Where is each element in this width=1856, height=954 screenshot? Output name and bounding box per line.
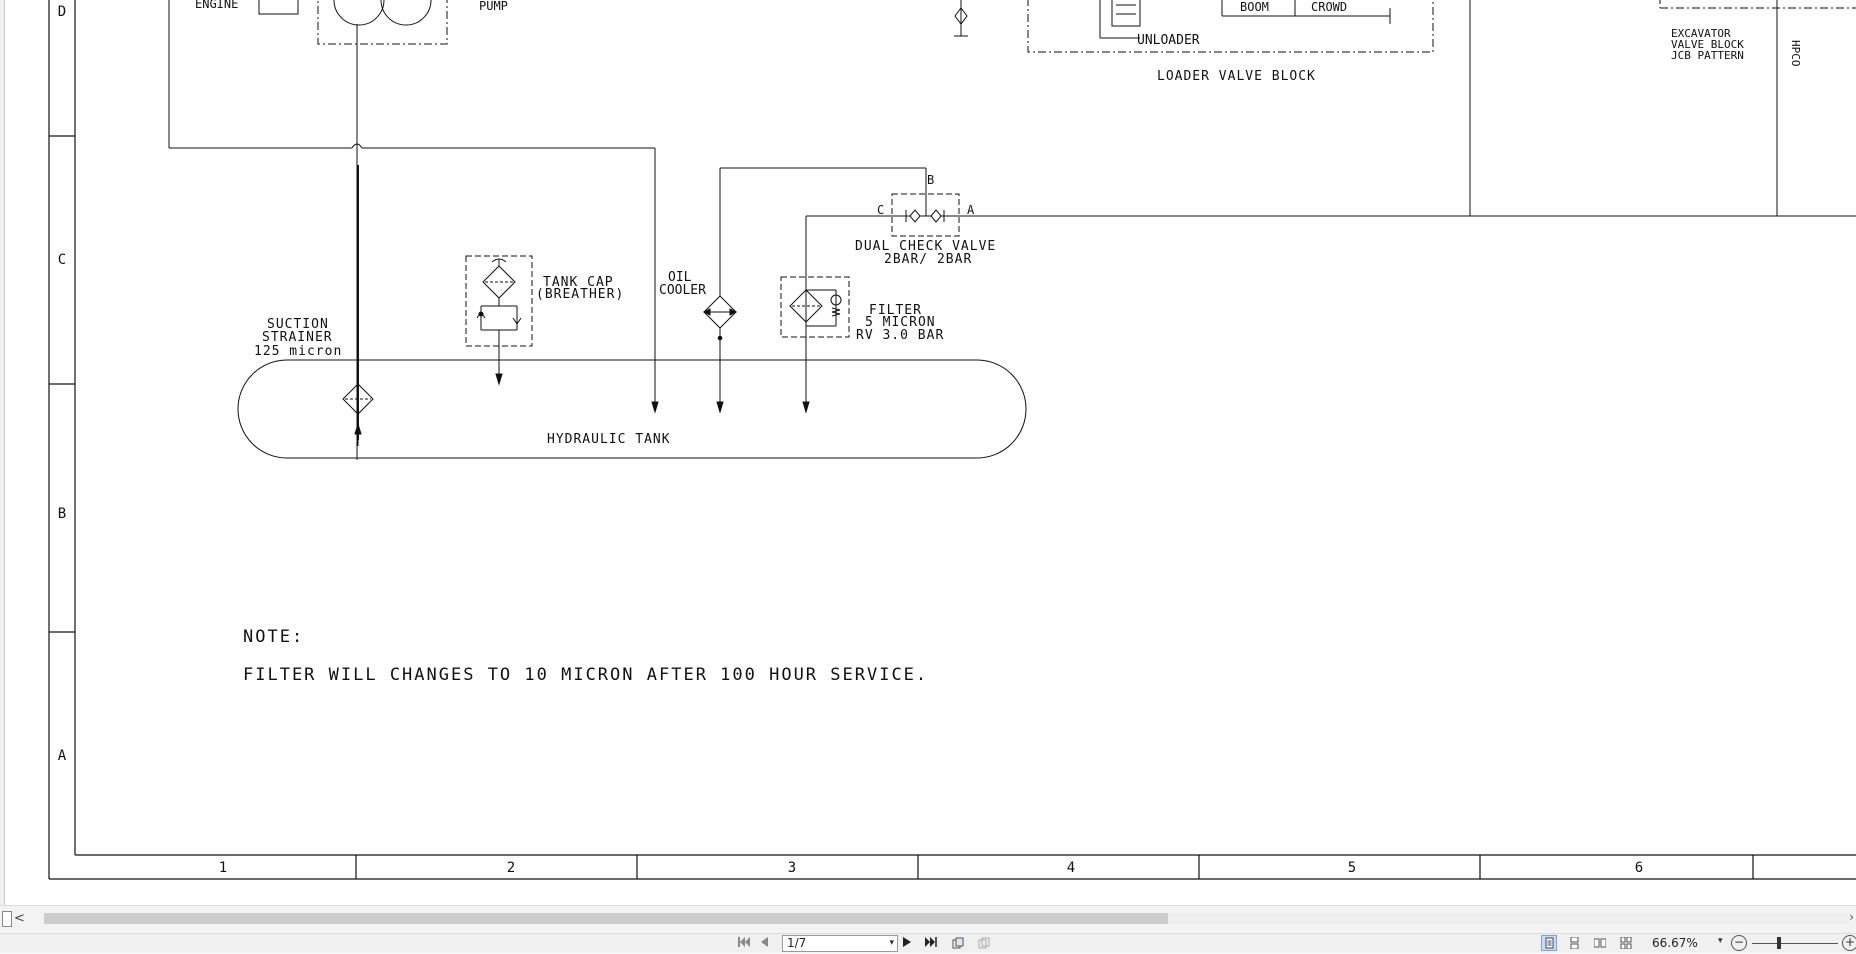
scroll-right-arrow[interactable]: › xyxy=(1849,910,1854,924)
zoom-slider-track[interactable] xyxy=(1752,943,1838,944)
facing-view-button[interactable] xyxy=(1593,936,1607,950)
excavator-valve-block xyxy=(1469,0,1856,216)
dual-check-valve-label-line1: DUAL CHECK VALVE xyxy=(855,239,996,254)
next-page-icon xyxy=(903,937,911,947)
tank-cap-breather-symbol xyxy=(465,255,533,386)
row-label-b: B xyxy=(58,506,66,522)
boom-label: BOOM xyxy=(1240,0,1269,14)
scroll-track[interactable] xyxy=(44,913,1850,924)
chevron-down-icon: ▾ xyxy=(889,938,894,948)
page-number-select[interactable]: 1/7 ▾ xyxy=(782,935,898,952)
hydraulic-tank-outline xyxy=(237,359,1027,459)
unloader-label: UNLOADER xyxy=(1137,33,1200,48)
loader-valve-block-label: LOADER VALVE BLOCK xyxy=(1157,69,1316,84)
note-title: NOTE: xyxy=(243,627,304,647)
zoom-level[interactable]: 66.67% xyxy=(1652,936,1698,950)
column-label-1: 1 xyxy=(219,860,227,876)
continuous-view-button[interactable] xyxy=(1567,936,1581,950)
first-page-icon xyxy=(738,937,750,947)
return-line xyxy=(168,0,659,414)
scroll-thumb[interactable] xyxy=(44,913,1168,924)
gauge-valve-symbol xyxy=(954,0,968,37)
column-label-6: 6 xyxy=(1635,860,1643,876)
tank-cap-label-line1: TANK CAP xyxy=(543,275,614,290)
horizontal-scrollbar[interactable]: < › xyxy=(0,905,1856,934)
continuous-facing-icon xyxy=(1620,937,1632,949)
pump-label: PUMP xyxy=(479,0,508,13)
dual-check-valve-label-line2: 2BAR/ 2BAR xyxy=(884,252,972,267)
dual-check-valve xyxy=(720,167,1856,237)
continuous-facing-view-button[interactable] xyxy=(1619,936,1633,950)
engine-label: ENGINE xyxy=(195,0,238,11)
hpco-label: HPCO xyxy=(1789,40,1802,67)
first-page-button[interactable] xyxy=(735,935,753,952)
paste-page-icon xyxy=(978,937,990,949)
engine-pump-group xyxy=(258,0,448,460)
document-viewport[interactable]: D C B A 1 2 3 4 5 6 ENGINE PUMP xyxy=(0,0,1856,905)
tank-cap-label-line2: (BREATHER) xyxy=(536,287,624,302)
scroll-left-arrow[interactable]: < xyxy=(14,911,25,926)
last-page-icon xyxy=(925,937,937,947)
column-label-4: 4 xyxy=(1067,860,1075,876)
row-label-c: C xyxy=(58,252,66,268)
previous-page-icon xyxy=(761,937,768,947)
suction-strainer-symbol xyxy=(342,383,374,446)
suction-strainer-label-line3: 125 micron xyxy=(254,344,342,359)
excavator-label-line1: EXCAVATOR xyxy=(1671,27,1731,40)
single-page-icon xyxy=(1545,937,1554,949)
suction-strainer-label-line1: SUCTION xyxy=(267,317,329,332)
column-label-2: 2 xyxy=(507,860,515,876)
next-page-button[interactable] xyxy=(900,935,914,952)
zoom-in-button[interactable]: + xyxy=(1842,935,1856,951)
port-a-label: A xyxy=(967,203,975,217)
filter-label-line2: 5 MICRON xyxy=(865,315,936,330)
previous-page-button[interactable] xyxy=(757,935,771,952)
hydraulic-schematic-drawing: D C B A 1 2 3 4 5 6 ENGINE PUMP xyxy=(48,0,1856,880)
column-label-3: 3 xyxy=(788,860,796,876)
panel-toggle-icon[interactable] xyxy=(2,911,12,927)
oil-cooler-label-line1: OIL xyxy=(668,270,692,285)
port-b-label: B xyxy=(927,173,934,187)
filter-symbol xyxy=(780,216,850,414)
copy-page-button[interactable] xyxy=(951,936,965,950)
excavator-label-line2: VALVE BLOCK xyxy=(1671,38,1744,51)
facing-pages-icon xyxy=(1594,938,1606,948)
filter-label-line1: FILTER xyxy=(869,303,922,318)
last-page-button[interactable] xyxy=(922,935,940,952)
excavator-label-line3: JCB PATTERN xyxy=(1671,49,1744,62)
filter-label-line3: RV 3.0 BAR xyxy=(856,328,944,343)
drawing-frame xyxy=(48,0,1856,880)
note-text: FILTER WILL CHANGES TO 10 MICRON AFTER 1… xyxy=(243,665,928,685)
row-label-a: A xyxy=(58,748,67,764)
copy-page-icon xyxy=(952,937,964,949)
crowd-label: CROWD xyxy=(1311,0,1347,14)
page-indicator: 1/7 xyxy=(787,936,807,950)
oil-cooler-label-line2: COOLER xyxy=(659,283,706,298)
left-panel-edge[interactable] xyxy=(0,0,5,905)
suction-strainer-label-line2: STRAINER xyxy=(262,330,333,345)
continuous-page-icon xyxy=(1570,937,1579,949)
status-bar: 1/7 ▾ 66.67% ▾ − + xyxy=(0,933,1856,953)
paste-page-button[interactable] xyxy=(977,936,991,950)
single-page-view-button[interactable] xyxy=(1541,935,1557,951)
zoom-dropdown-icon[interactable]: ▾ xyxy=(1718,936,1723,946)
zoom-slider-thumb[interactable] xyxy=(1777,937,1781,949)
port-c-label: C xyxy=(877,203,884,217)
hydraulic-tank-label: HYDRAULIC TANK xyxy=(547,432,671,447)
row-label-d: D xyxy=(58,4,66,20)
loader-valve-block xyxy=(1027,0,1434,53)
oil-cooler-symbol xyxy=(702,168,738,414)
column-label-5: 5 xyxy=(1348,860,1356,876)
zoom-out-button[interactable]: − xyxy=(1731,935,1747,951)
